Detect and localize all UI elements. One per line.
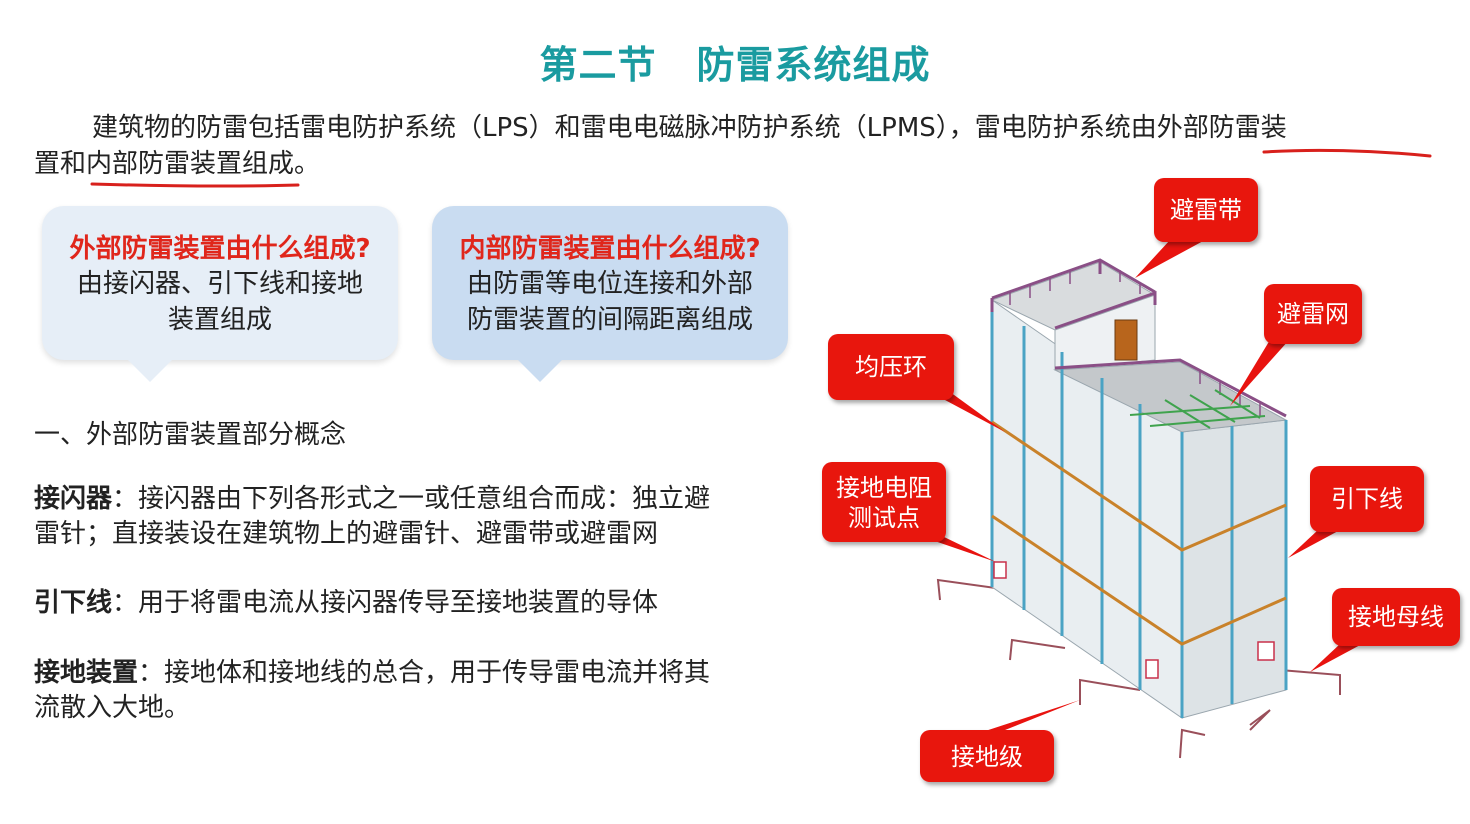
earth-electrode-lines — [936, 578, 1341, 759]
test-point-box — [993, 561, 1275, 679]
building-lightning-diagram: 避雷带 避雷网 均压环 接地电阻 测试点 引下线 接地母线 接地级 — [822, 178, 1460, 782]
label-busbar: 接地母线 — [1348, 603, 1444, 631]
term-desc-line-2: 流散入大地。 — [34, 693, 191, 723]
label-down-conductor: 引下线 — [1331, 485, 1403, 513]
bubble-answer-line-2: 装置组成 — [167, 305, 272, 335]
label-test-point-1: 接地电阻 — [836, 474, 932, 502]
bubble-question: 外部防雷装置由什么组成? — [69, 234, 371, 264]
roof-door — [1114, 319, 1138, 361]
label-mesh: 避雷网 — [1277, 300, 1349, 328]
question-bubble-external: 外部防雷装置由什么组成? 由接闪器、引下线和接地 装置组成 — [42, 206, 398, 382]
term-desc-line-1: 接地体和接地线的总合，用于传导雷电流并将其 — [164, 658, 711, 688]
intro-line-1: 建筑物的防雷包括雷电防护系统（LPS）和雷电电磁脉冲防护系统（LPMS），雷电防… — [92, 113, 1287, 143]
callout-pointers — [920, 240, 1362, 736]
term-desc-line-2: 雷针；直接装设在建筑物上的避雷针、避雷带或避雷网 — [34, 519, 659, 549]
label-earth-electrode: 接地级 — [951, 743, 1023, 771]
page-title: 第二节防雷系统组成 — [0, 34, 1470, 89]
label-ring: 均压环 — [855, 353, 927, 381]
intro-paragraph: 建筑物的防雷包括雷电防护系统（LPS）和雷电电磁脉冲防护系统（LPMS），雷电防… — [34, 110, 1434, 182]
label-strip: 避雷带 — [1170, 196, 1242, 224]
term-desc-line-1: 用于将雷电流从接闪器传导至接地装置的导体 — [138, 588, 659, 618]
term-name: 引下线 — [34, 588, 113, 618]
building-right-face — [1181, 419, 1287, 719]
annotation-underline-1 — [1262, 148, 1432, 158]
section-number: 第二节 — [539, 43, 657, 87]
bubble-answer-line-1: 由接闪器、引下线和接地 — [76, 269, 363, 299]
callout-earth-electrode: 接地级 — [920, 730, 1054, 782]
term-separator: ： — [112, 484, 139, 514]
building — [990, 258, 1288, 719]
bubble-answer-line-1: 由防雷等电位连接和外部 — [466, 269, 753, 299]
term-name: 接闪器 — [34, 484, 113, 514]
term-separator: ： — [112, 588, 139, 618]
question-bubble-internal: 内部防雷装置由什么组成? 由防雷等电位连接和外部 防雷装置的间隔距离组成 — [432, 206, 788, 382]
section-heading: 一、外部防雷装置部分概念 — [34, 420, 347, 450]
bubble-answer-line-2: 防雷装置的间隔距离组成 — [466, 305, 753, 335]
term-desc-line-1: 接闪器由下列各形式之一或任意组合而成：独立避 — [138, 484, 711, 514]
callout-down-conductor: 引下线 — [1310, 466, 1424, 532]
intro-line-2: 置和内部防雷装置组成。 — [34, 149, 321, 179]
term-separator: ： — [138, 658, 165, 688]
bubble-question: 内部防雷装置由什么组成? — [459, 234, 761, 264]
callout-strip: 避雷带 — [1154, 178, 1258, 242]
term-down-conductor: 引下线：用于将雷电流从接闪器传导至接地装置的导体 — [34, 586, 804, 621]
callout-busbar: 接地母线 — [1332, 588, 1460, 646]
section-title: 防雷系统组成 — [696, 43, 931, 87]
term-air-terminal: 接闪器：接闪器由下列各形式之一或任意组合而成：独立避 雷针；直接装设在建筑物上的… — [34, 482, 804, 552]
callout-mesh: 避雷网 — [1264, 284, 1362, 344]
callout-test-point: 接地电阻 测试点 — [822, 462, 946, 542]
label-test-point-2: 测试点 — [848, 504, 920, 532]
term-earthing-device: 接地装置：接地体和接地线的总合，用于传导雷电流并将其 流散入大地。 — [34, 656, 804, 726]
callout-ring: 均压环 — [828, 334, 954, 400]
term-name: 接地装置 — [34, 658, 139, 688]
annotation-underline-2 — [90, 182, 300, 188]
